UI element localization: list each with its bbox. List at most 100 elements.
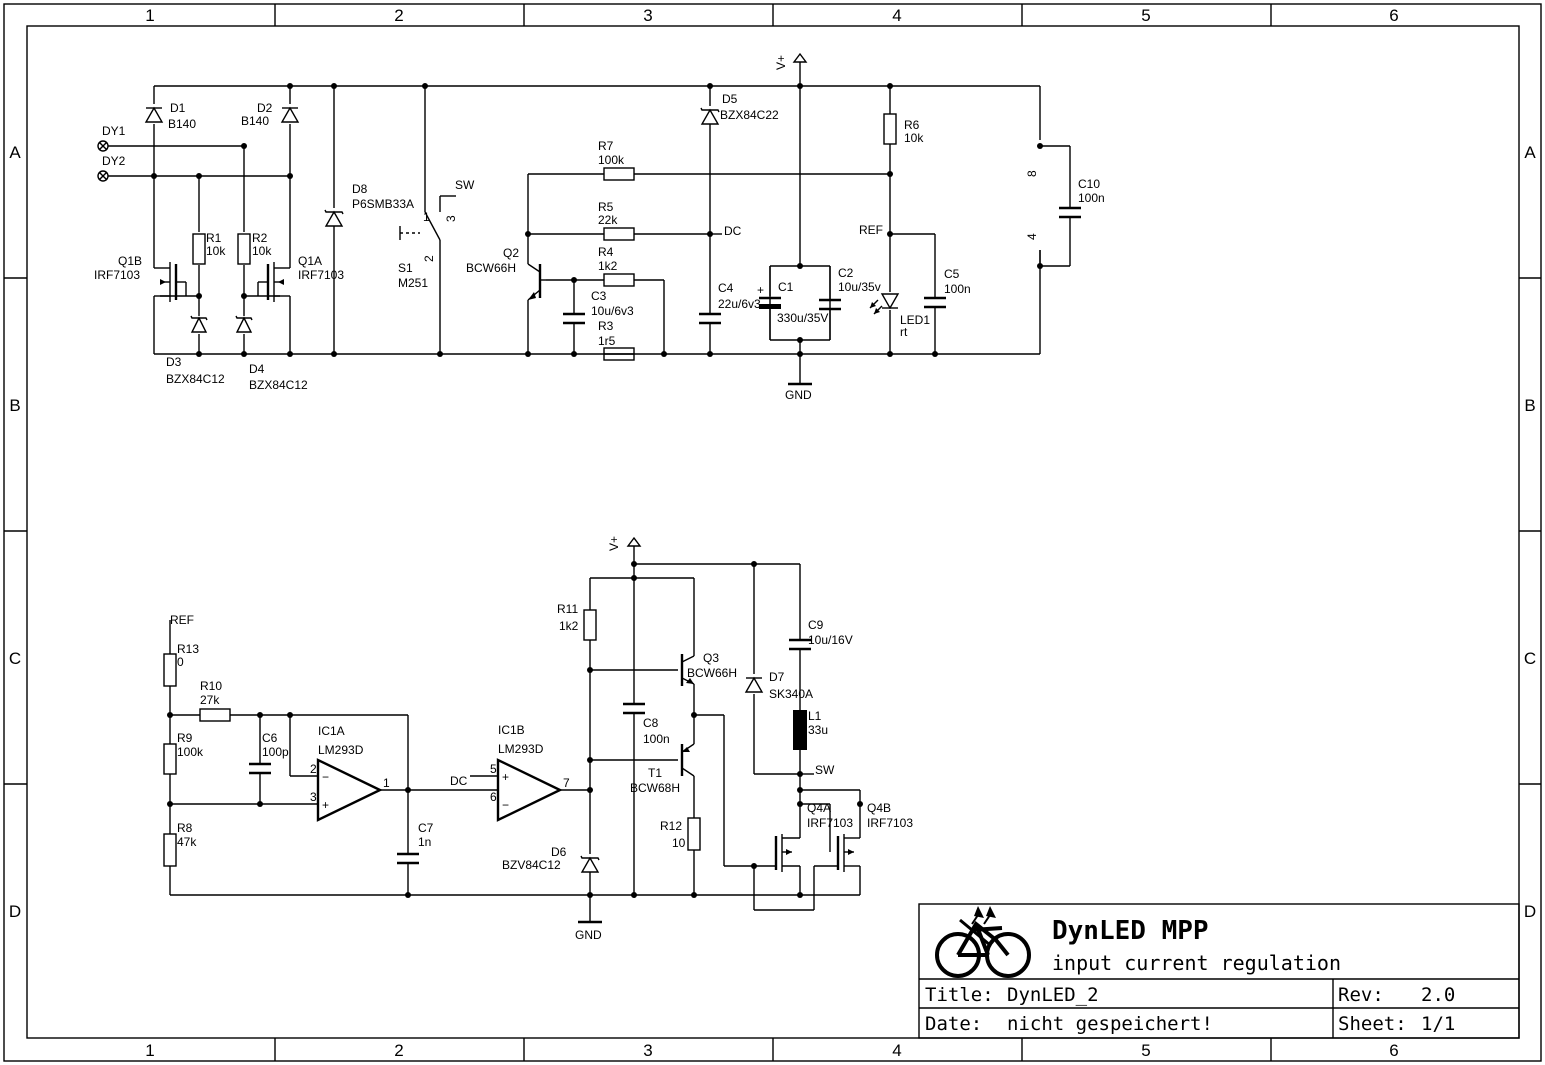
bottom-circuit-wires [169, 546, 861, 922]
c7-ref: C7 [418, 821, 434, 835]
r10-ref: R10 [200, 679, 222, 693]
diode-d1-symbol [144, 106, 164, 123]
ic1a-pin-1: 1 [383, 776, 390, 790]
opamp-ic1a-plus: + [322, 798, 329, 812]
c10-pin-8: 8 [1025, 170, 1039, 177]
c9-value: 10u/16V [808, 633, 853, 647]
c6-value: 100p [262, 745, 289, 759]
col-label: 1 [145, 6, 154, 25]
svg-text:+: + [757, 283, 764, 297]
col-label: 3 [643, 6, 652, 25]
capacitor-c4-symbol [699, 312, 721, 325]
r5-ref: R5 [598, 200, 614, 214]
col-label: 2 [394, 6, 403, 25]
d6-value: BZV84C12 [502, 858, 561, 872]
transistor-q2-symbol [527, 263, 546, 301]
ic1a-ref: IC1A [318, 724, 345, 738]
r7-value: 100k [598, 153, 625, 167]
switch-s1-symbol [399, 211, 441, 246]
c9-ref: C9 [808, 618, 824, 632]
resistor-r13-symbol [163, 653, 177, 687]
ic1b-ref: IC1B [498, 723, 525, 737]
r9-value: 100k [177, 745, 204, 759]
q2-ref: Q2 [503, 246, 519, 260]
r12-ref: R12 [660, 819, 682, 833]
ic1a-pin-2: 2 [310, 762, 317, 776]
row-label: C [1524, 649, 1536, 668]
capacitor-c5-symbol [924, 296, 946, 309]
col-label: 1 [145, 1041, 154, 1060]
resistor-r8-symbol [163, 833, 177, 867]
net-gnd-bottom: GND [575, 928, 602, 942]
resistor-r1-symbol [192, 233, 206, 265]
r4-value: 1k2 [598, 259, 618, 273]
d3-ref: D3 [166, 355, 182, 369]
ic1a-value: LM293D [318, 743, 364, 757]
q1a-ref: Q1A [298, 254, 322, 268]
c1-ref: C1 [778, 280, 794, 294]
rev-label: Rev: [1338, 984, 1384, 1006]
s1-pin-1: 1 [423, 210, 430, 224]
top-labels: D1 B140 D2 B140 DY1 DY2 R1 10k R2 10k Q1… [94, 55, 1105, 402]
sheet-value: 1/1 [1421, 1013, 1455, 1035]
drawing-frame [3, 3, 1542, 1062]
s1-ref: S1 [398, 261, 413, 275]
col-label: 5 [1141, 1041, 1150, 1060]
r5-value: 22k [598, 213, 618, 227]
net-sw-bottom: SW [815, 763, 835, 777]
d5-value: BZX84C22 [720, 108, 779, 122]
ic1b-pin-7: 7 [563, 776, 570, 790]
r11-ref: R11 [557, 602, 578, 616]
c8-value: 100n [643, 732, 670, 746]
c6-ref: C6 [262, 731, 278, 745]
s1-value: M251 [398, 276, 428, 290]
d4-value: BZX84C12 [249, 378, 308, 392]
d3-value: BZX84C12 [166, 372, 225, 386]
bicycle-logo-icon [935, 906, 1031, 978]
date-value: nicht gespeichert! [1007, 1013, 1213, 1035]
capacitor-c7-symbol [397, 852, 419, 865]
col-label: 4 [892, 6, 901, 25]
capacitor-c10-symbol [1059, 206, 1081, 219]
q4b-value: IRF7103 [867, 816, 913, 830]
d4-ref: D4 [249, 362, 265, 376]
col-label: 4 [892, 1041, 901, 1060]
diode-d7-symbol [744, 676, 764, 693]
q3-value: BCW66H [687, 666, 737, 680]
resistor-r2-symbol [237, 233, 251, 265]
r2-value: 10k [252, 244, 272, 258]
c5-ref: C5 [944, 267, 960, 281]
sheet-label: Sheet: [1338, 1013, 1407, 1035]
resistor-r5-symbol [603, 227, 635, 241]
vplus-top-icon [792, 52, 808, 63]
d8-ref: D8 [352, 182, 368, 196]
row-label: C [9, 649, 21, 668]
r13-ref: R13 [177, 642, 199, 656]
top-circuit-symbols: + [97, 52, 1081, 386]
q1b-value: IRF7103 [94, 268, 140, 282]
c4-value: 22u/6v3 [718, 297, 761, 311]
r1-value: 10k [206, 244, 226, 258]
c2-value: 10u/35v [838, 280, 881, 294]
project-subtitle: input current regulation [1052, 951, 1341, 975]
r3-ref: R3 [598, 319, 614, 333]
q1b-ref: Q1B [118, 254, 142, 268]
led1-symbol [869, 293, 900, 315]
resistor-r9-symbol [163, 743, 177, 775]
title-block: DynLED MPP input current regulation Titl… [918, 903, 1520, 1039]
q3-ref: Q3 [703, 651, 719, 665]
r8-value: 47k [177, 835, 197, 849]
capacitor-c6-symbol [249, 762, 271, 775]
net-ref-bottom: REF [170, 613, 194, 627]
inductor-l1-symbol [793, 710, 807, 750]
capacitor-c9-symbol [789, 638, 811, 651]
t1-value: BCW68H [630, 781, 680, 795]
col-label: 3 [643, 1041, 652, 1060]
d8-value: P6SMB33A [352, 197, 414, 211]
connector-dy1-symbol [97, 140, 109, 152]
resistor-r10-symbol [199, 708, 231, 722]
r4-ref: R4 [598, 245, 614, 259]
resistor-r12-symbol [687, 817, 701, 851]
title-value: DynLED_2 [1007, 984, 1099, 1006]
